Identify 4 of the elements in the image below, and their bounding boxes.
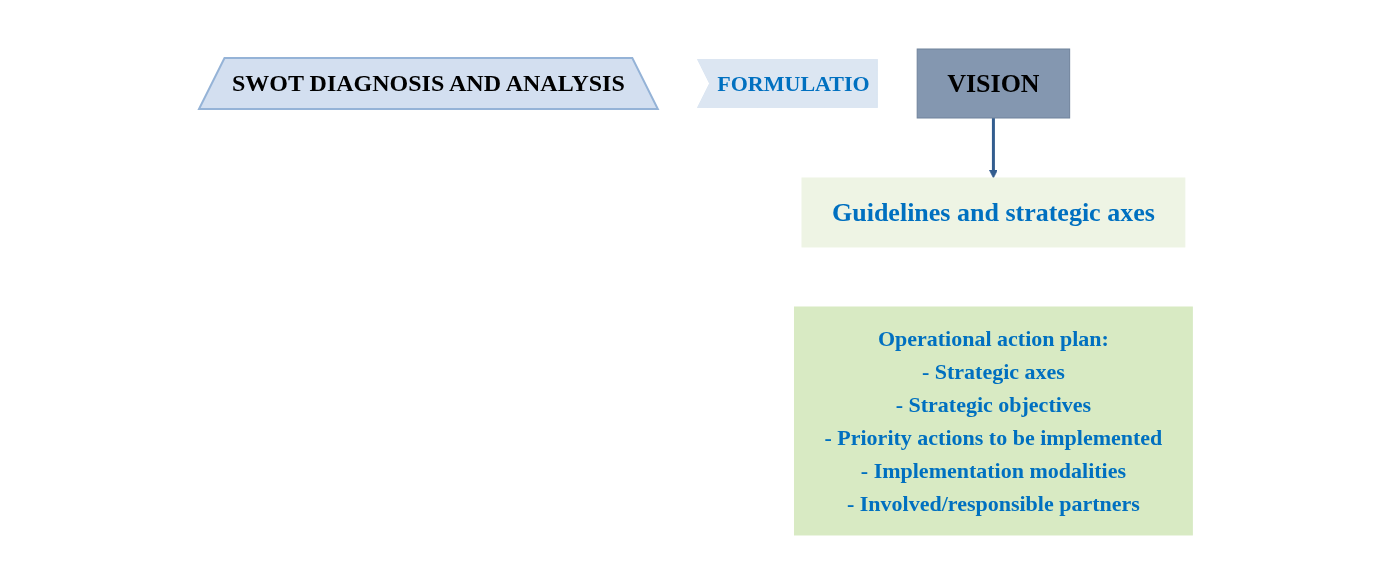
arrow: [989, 117, 999, 178]
node-box: VISION: [917, 48, 1071, 118]
node-box: Operational action plan: - Strategic axes - Strategic objectives - Priority actions to be implemented - Implementation modalities - Involved/responsible partners: [794, 306, 1194, 535]
node-box: Guidelines and strategic axes: [801, 177, 1186, 247]
